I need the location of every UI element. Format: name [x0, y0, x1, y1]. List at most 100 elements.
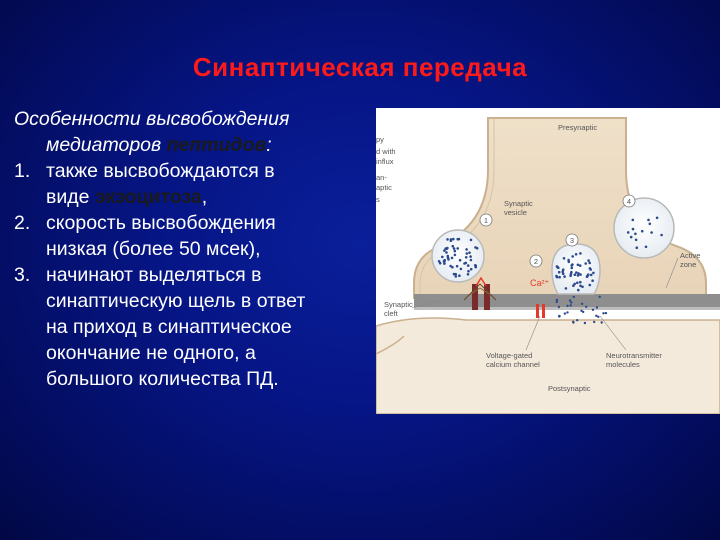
transmitter-dot — [555, 274, 558, 278]
transmitter-dot — [586, 273, 590, 276]
transmitter-dot — [575, 271, 578, 274]
transmitter-dot — [469, 238, 473, 242]
transmitter-dot — [569, 272, 573, 276]
intro-prefix: медиаторов — [46, 134, 167, 156]
intro-line-1: Особенности высвобождения — [14, 108, 290, 130]
transmitter-dot — [469, 255, 472, 258]
transmitter-dot — [577, 288, 580, 292]
transmitter-dot — [458, 274, 461, 277]
transmitter-dot — [576, 263, 580, 267]
cut-text-1: py — [376, 135, 384, 144]
list-item-3-line-5: большого количества ПД. — [46, 368, 279, 390]
transmitter-dot — [466, 264, 470, 267]
list-number: 1. — [14, 160, 31, 182]
transmitter-dot — [648, 222, 652, 226]
intro-line-2: медиаторов пептидов: — [14, 132, 382, 158]
vesicle-4 — [613, 197, 675, 259]
transmitter-dot — [446, 238, 449, 241]
transmitter-dot — [469, 267, 473, 271]
transmitter-dot — [593, 320, 596, 324]
transmitter-dot — [580, 309, 583, 312]
list-number: 3. — [14, 264, 31, 286]
transmitter-dot — [463, 262, 466, 265]
transmitter-dot — [580, 302, 584, 305]
transmitter-dot — [660, 233, 663, 237]
transmitter-dot — [589, 273, 593, 277]
transmitter-dot — [644, 245, 648, 249]
synapse-figure: 1 2 3 4 Presynaptic Synaptic vesicle Act… — [376, 108, 720, 414]
transmitter-dot — [582, 310, 585, 314]
svg-text:2: 2 — [534, 257, 538, 266]
transmitter-dot — [438, 261, 442, 265]
transmitter-dot — [629, 235, 633, 239]
released-neurotransmitter — [555, 295, 608, 325]
transmitter-dot — [452, 237, 455, 241]
transmitter-dot — [568, 299, 572, 302]
slide-title: Синаптическая передача — [192, 52, 528, 82]
transmitter-dot — [566, 311, 569, 314]
transmitter-dot — [588, 267, 592, 270]
list-number: 2. — [14, 212, 31, 234]
transmitter-dot — [591, 308, 595, 311]
leader-channel — [525, 315, 541, 351]
transmitter-dot — [443, 262, 446, 265]
transmitter-dot — [555, 265, 559, 268]
label-active-zone-2: zone — [680, 260, 696, 269]
transmitter-dot — [464, 256, 468, 259]
feature-list: 1. также высвобождаются в виде экзоцитоз… — [14, 158, 382, 392]
transmitter-dot — [570, 266, 574, 270]
list-item-3-line-1: начинают выделяться в — [46, 264, 262, 286]
transmitter-dot — [581, 285, 584, 289]
transmitter-dot — [465, 252, 469, 255]
vesicle-1 — [431, 229, 485, 283]
vesicle-1-dots — [437, 237, 479, 278]
transmitter-dot — [437, 260, 441, 263]
transmitter-dot — [564, 287, 568, 290]
transmitter-dot — [474, 246, 477, 249]
transmitter-dot — [655, 216, 659, 220]
cut-text-3: influx — [376, 157, 394, 166]
transmitter-dot — [592, 271, 595, 275]
transmitter-dot — [555, 298, 559, 302]
transmitter-dot — [446, 256, 450, 260]
svg-text:3: 3 — [570, 236, 574, 245]
transmitter-dot — [598, 295, 601, 298]
transmitter-dot — [441, 255, 444, 259]
list-item-3: 3. начинают выделяться в синаптическую щ… — [14, 262, 382, 392]
transmitter-dot — [566, 304, 569, 308]
transmitter-dot — [595, 306, 599, 309]
transmitter-dot — [634, 232, 637, 236]
transmitter-dot — [588, 283, 592, 287]
transmitter-dot — [445, 251, 448, 254]
leader-neurotransmitter — [599, 315, 627, 351]
transmitter-dot — [456, 237, 459, 241]
transmitter-dot — [451, 244, 455, 248]
transmitter-dot — [572, 320, 575, 323]
transmitter-dot — [626, 231, 630, 234]
list-item-2-line-1: скорость высвобождения — [46, 212, 276, 234]
transmitter-dot — [576, 281, 579, 285]
cut-text-6: s — [376, 195, 380, 204]
calcium-channel-right — [536, 304, 545, 318]
label-synaptic-cleft-1: Synaptic — [384, 300, 413, 309]
label-synaptic-vesicle-2: vesicle — [504, 208, 527, 217]
transmitter-dot — [579, 284, 582, 288]
transmitter-dot — [597, 315, 600, 318]
text-block: Особенности высвобождения медиаторов пеп… — [14, 106, 382, 392]
label-synaptic-vesicle-1: Synaptic — [504, 199, 533, 208]
transmitter-dot — [474, 265, 477, 269]
step-marker-4: 4 — [622, 194, 636, 208]
label-calcium: Ca²⁺ — [530, 278, 550, 288]
transmitter-dot — [456, 247, 459, 250]
transmitter-dot — [561, 268, 565, 271]
transmitter-dot — [453, 253, 457, 257]
transmitter-dot — [579, 280, 582, 284]
intro-bold-peptides: пептидов — [166, 134, 267, 156]
transmitter-dot — [555, 300, 558, 304]
transmitter-dot — [467, 269, 470, 273]
svg-text:4: 4 — [627, 197, 631, 206]
transmitter-dot — [468, 251, 471, 254]
transmitter-dot — [647, 218, 650, 222]
transmitter-dot — [579, 252, 582, 255]
transmitter-dot — [578, 264, 582, 267]
